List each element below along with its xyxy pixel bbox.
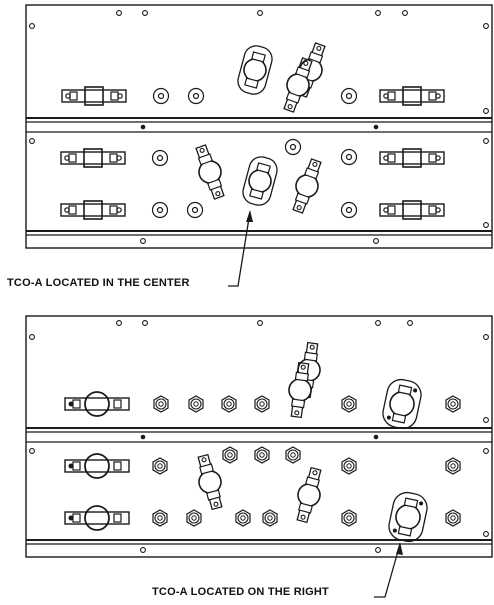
callout-leader-2 (374, 543, 401, 598)
callout-tco-right: TCO-A LOCATED ON THE RIGHT (152, 586, 329, 598)
tco-thermostats (379, 376, 431, 545)
heater-element-terminals (64, 340, 328, 531)
callout-arrowhead-2 (396, 542, 403, 555)
terminal-studs (151, 87, 358, 219)
mounting-holes (29, 10, 489, 244)
callout-arrowhead-1 (246, 210, 253, 222)
top-heater-panel (25, 4, 493, 287)
tco-thermostats (234, 42, 281, 209)
callout-tco-center: TCO-A LOCATED IN THE CENTER (7, 277, 190, 289)
callout-leader-1 (228, 211, 251, 287)
bottom-heater-panel (25, 315, 493, 598)
